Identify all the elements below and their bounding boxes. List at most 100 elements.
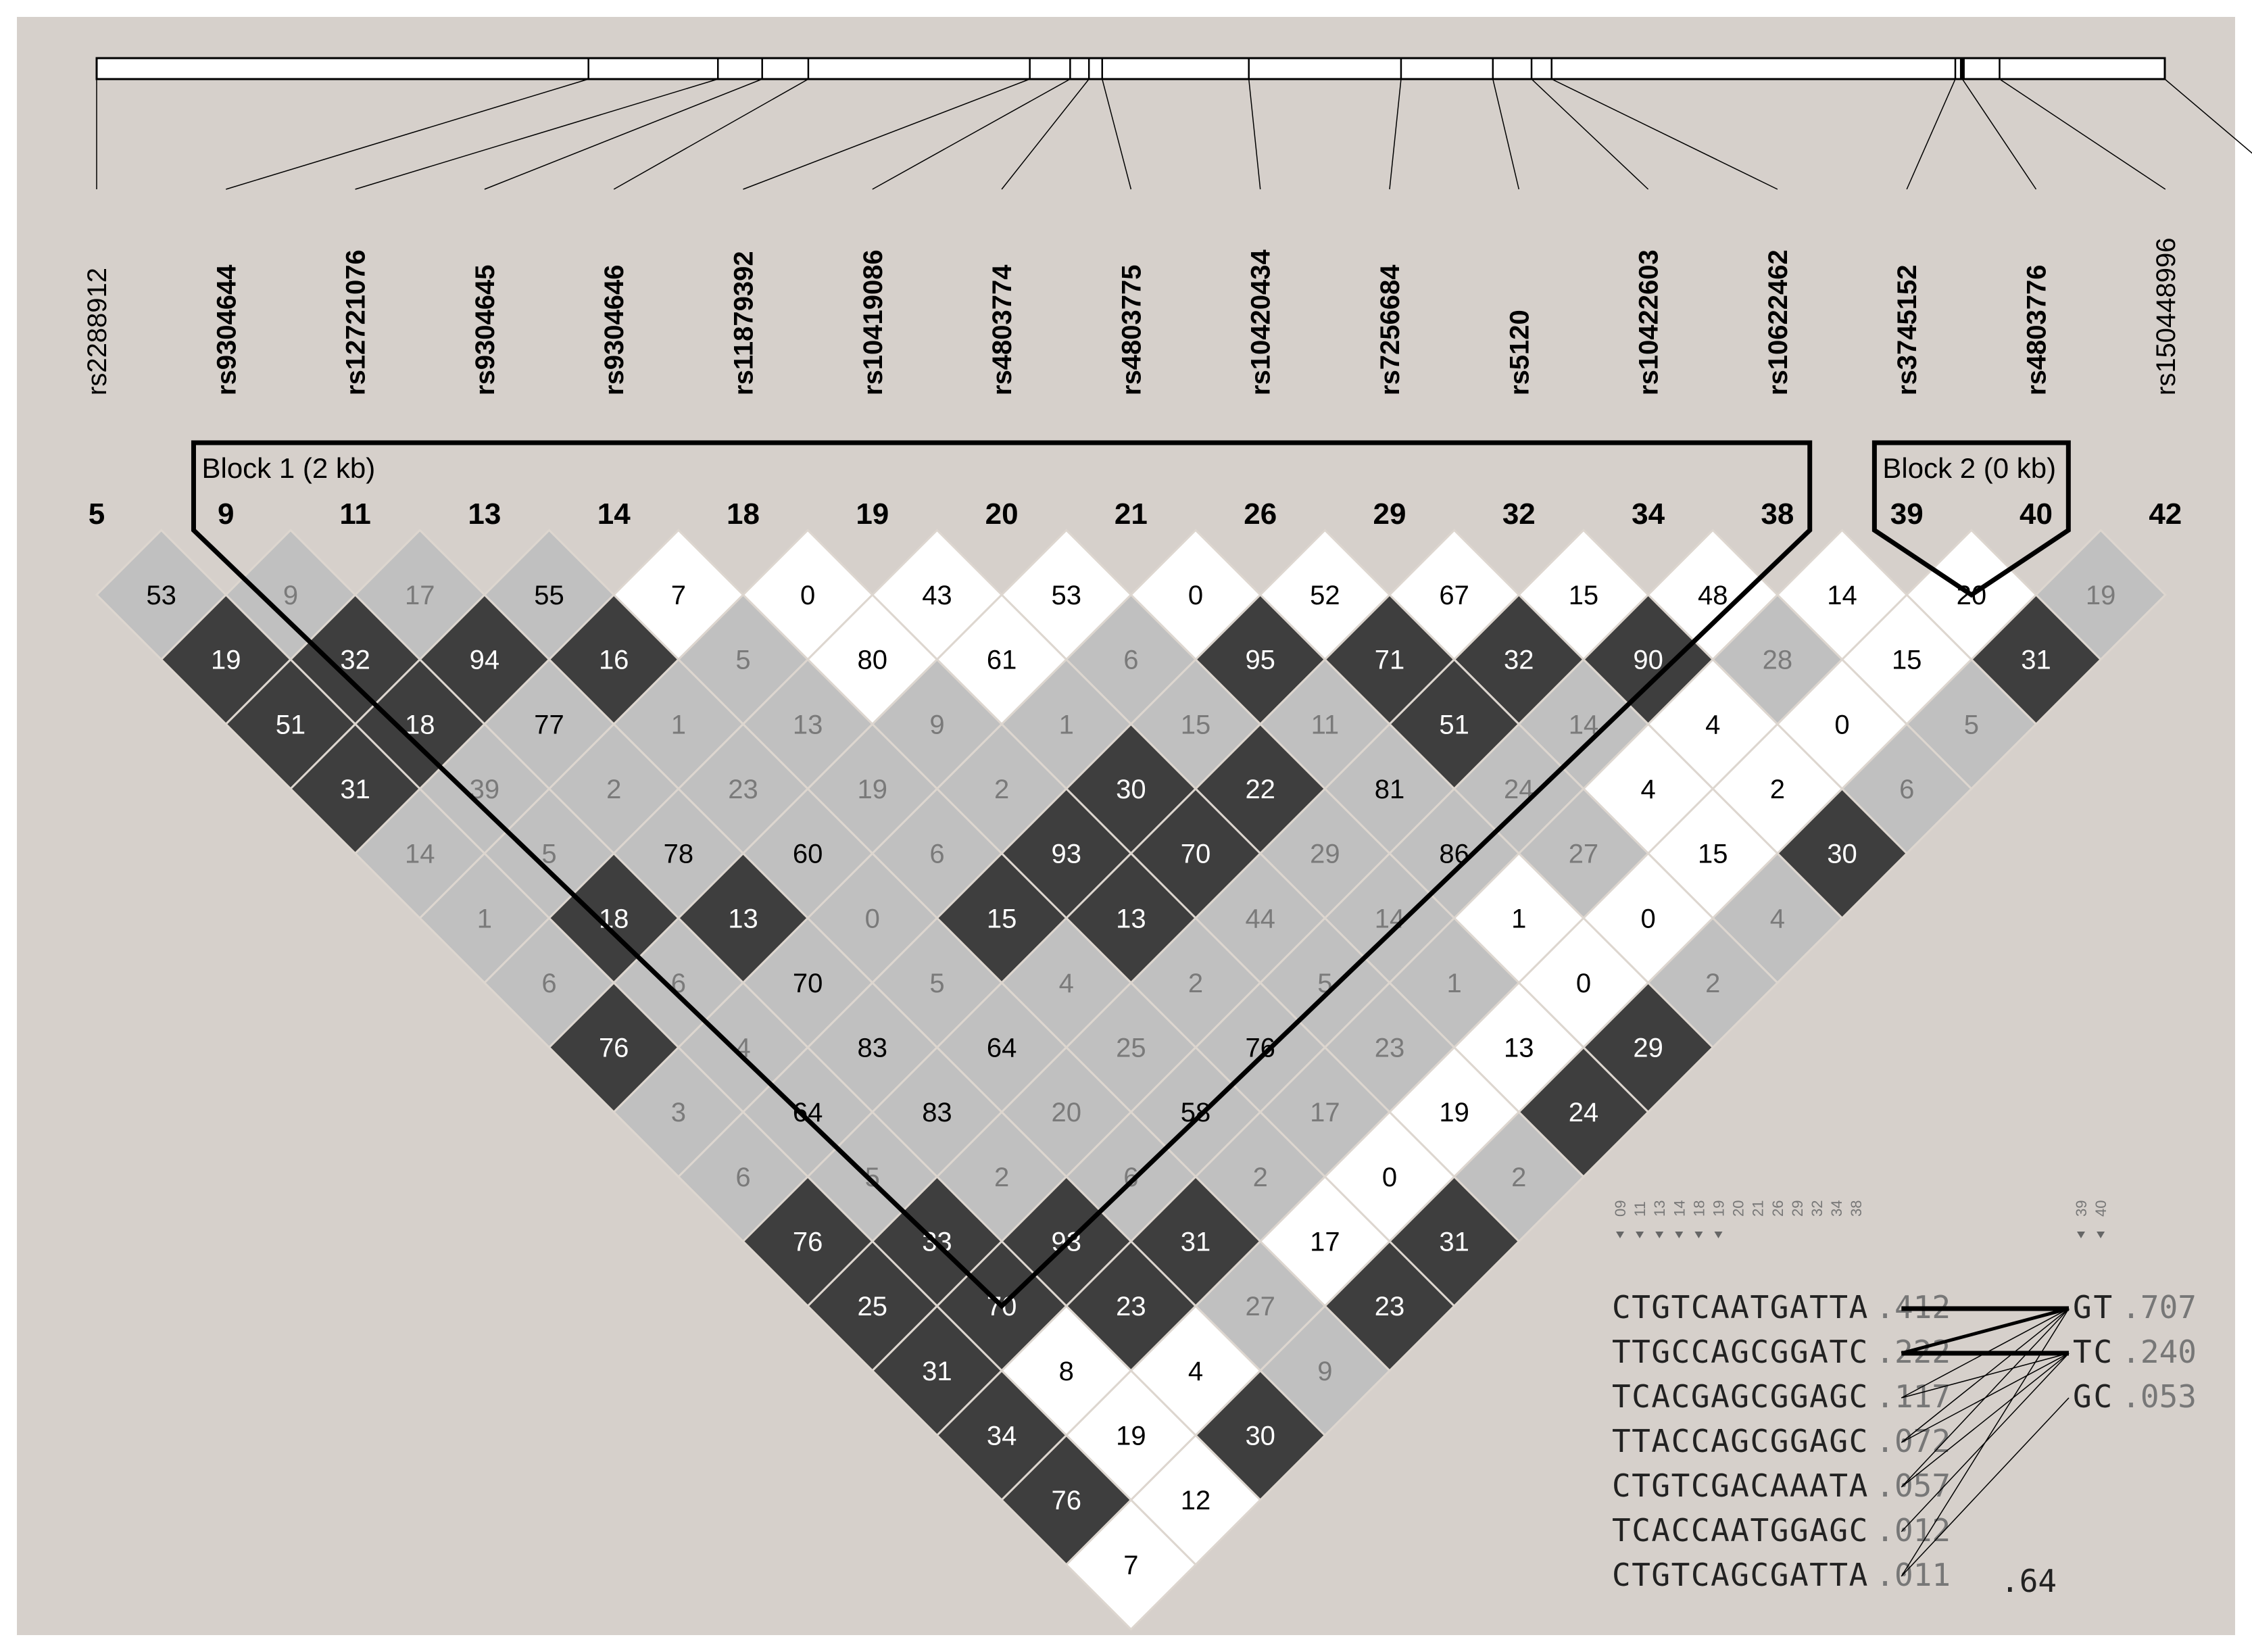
snp-name-label: rs10420434 xyxy=(1246,249,1276,395)
ld-value: 20 xyxy=(1052,1098,1082,1127)
ld-value: 5 xyxy=(735,646,750,675)
hap-marker-triangle xyxy=(1675,1232,1684,1238)
ld-value: 53 xyxy=(146,581,176,610)
ld-value: 0 xyxy=(1640,904,1655,933)
ld-value: 55 xyxy=(534,581,564,610)
snp-name-label: rs5120 xyxy=(1504,310,1534,395)
ruler-connector xyxy=(872,78,1071,190)
ld-value: 19 xyxy=(858,775,888,804)
ld-value: 22 xyxy=(1245,775,1275,804)
haplotype-sequence: CTGTCGACAAATA xyxy=(1612,1467,1867,1504)
hap-marker-triangle xyxy=(1655,1232,1664,1238)
ld-value: 27 xyxy=(1245,1292,1275,1321)
hap-connector-thin xyxy=(1901,1308,2070,1399)
hap-column-label: 26 xyxy=(1769,1200,1786,1217)
marker-number: 18 xyxy=(727,497,760,531)
ld-value: 95 xyxy=(1245,646,1275,675)
ld-value: 2 xyxy=(1188,969,1203,998)
snp-name-label: rs11879392 xyxy=(729,251,759,395)
ld-value: 80 xyxy=(858,646,888,675)
marker-number: 32 xyxy=(1502,497,1536,531)
ld-value: 5 xyxy=(541,840,556,869)
snp-name-label: rs10622462 xyxy=(1763,249,1793,395)
haplotype-frequency: .057 xyxy=(1876,1467,1951,1504)
marker-number: 39 xyxy=(1890,497,1924,531)
ruler-connector xyxy=(1961,78,2037,190)
ld-value: 71 xyxy=(1375,646,1405,675)
ld-value: 7 xyxy=(1123,1551,1138,1580)
ld-value: 23 xyxy=(1375,1034,1405,1063)
ruler-connector xyxy=(1906,78,1956,190)
chromosome-ruler xyxy=(95,57,2252,190)
ld-value: 16 xyxy=(599,646,629,675)
ld-value: 83 xyxy=(858,1034,888,1063)
hap-column-label: 18 xyxy=(1690,1200,1707,1217)
hap-column-label: 20 xyxy=(1730,1200,1747,1217)
ld-value: 2 xyxy=(994,1163,1009,1192)
hap-column-label: 11 xyxy=(1632,1201,1648,1217)
ruler-bar xyxy=(95,57,2166,80)
ld-value: 17 xyxy=(1310,1228,1340,1257)
ld-value: 60 xyxy=(793,840,823,869)
hap-marker-triangle xyxy=(2077,1232,2085,1238)
hap-column-label: 29 xyxy=(1789,1200,1806,1217)
snp-name-label: rs2288912 xyxy=(82,268,112,395)
ld-value: 8 xyxy=(1059,1357,1074,1386)
ld-value: 30 xyxy=(1827,840,1857,869)
ld-value: 15 xyxy=(1569,581,1599,610)
ruler-connector xyxy=(1102,78,1132,190)
hap-marker-triangle xyxy=(1636,1232,1644,1238)
ld-value: 4 xyxy=(1640,775,1655,804)
ld-value: 24 xyxy=(1569,1098,1599,1127)
ld-value: 43 xyxy=(922,581,952,610)
ld-value: 78 xyxy=(664,840,694,869)
ld-value: 30 xyxy=(1245,1421,1275,1451)
ld-value: 4 xyxy=(1770,904,1785,933)
haplotype-sequence: CTGTCAGCGATTA xyxy=(1612,1557,1867,1593)
ld-value: 83 xyxy=(922,1098,952,1127)
ld-value: 48 xyxy=(1698,581,1728,610)
hap-connector-strong xyxy=(1901,1307,2070,1355)
ruler-connector xyxy=(484,78,762,190)
snp-name-label: rs3745152 xyxy=(1892,264,1922,395)
ruler-connector xyxy=(743,78,1030,190)
ld-value: 17 xyxy=(405,581,435,610)
marker-number: 19 xyxy=(856,497,889,531)
ld-value: 81 xyxy=(1375,775,1405,804)
ld-value: 1 xyxy=(1511,904,1526,933)
marker-number: 42 xyxy=(2149,497,2182,531)
snp-name-label: rs10419086 xyxy=(858,249,888,395)
ld-value: 27 xyxy=(1569,840,1599,869)
snp-name-label: rs4803774 xyxy=(987,264,1017,395)
ld-value: 93 xyxy=(1052,840,1082,869)
ld-value: 2 xyxy=(606,775,621,804)
ld-value: 13 xyxy=(1116,904,1146,933)
snp-name-label: rs9304646 xyxy=(599,264,629,395)
ld-value: 77 xyxy=(534,710,564,739)
ruler-connector xyxy=(1531,78,1649,190)
hap-column-label: 19 xyxy=(1711,1200,1728,1217)
ld-value: 0 xyxy=(865,904,880,933)
marker-number: 38 xyxy=(1761,497,1794,531)
ld-value: 15 xyxy=(987,904,1017,933)
ld-value: 76 xyxy=(793,1228,823,1257)
ld-value: 0 xyxy=(1382,1163,1397,1192)
ld-value: 94 xyxy=(470,646,500,675)
hap-column-label: 34 xyxy=(1828,1200,1845,1217)
ruler-connector xyxy=(613,78,809,190)
marker-number: 14 xyxy=(597,497,631,531)
ld-value: 52 xyxy=(1310,581,1340,610)
hap-marker-triangle xyxy=(1714,1232,1723,1238)
ld-value: 3 xyxy=(671,1098,686,1127)
ruler-connector xyxy=(1551,78,1778,190)
ld-value: 0 xyxy=(1188,581,1203,610)
multiallelic-d-value: .64 xyxy=(2001,1563,2057,1599)
haplotype-sequence: TCACCAATGGAGC xyxy=(1612,1512,1867,1549)
ld-value: 12 xyxy=(1181,1486,1211,1515)
haplotype-sequence: TCACGAGCGGAGC xyxy=(1612,1378,1867,1415)
marker-number: 34 xyxy=(1632,497,1665,531)
hap-column-label: 38 xyxy=(1848,1200,1865,1217)
hap-connector-thin xyxy=(1901,1308,2070,1577)
